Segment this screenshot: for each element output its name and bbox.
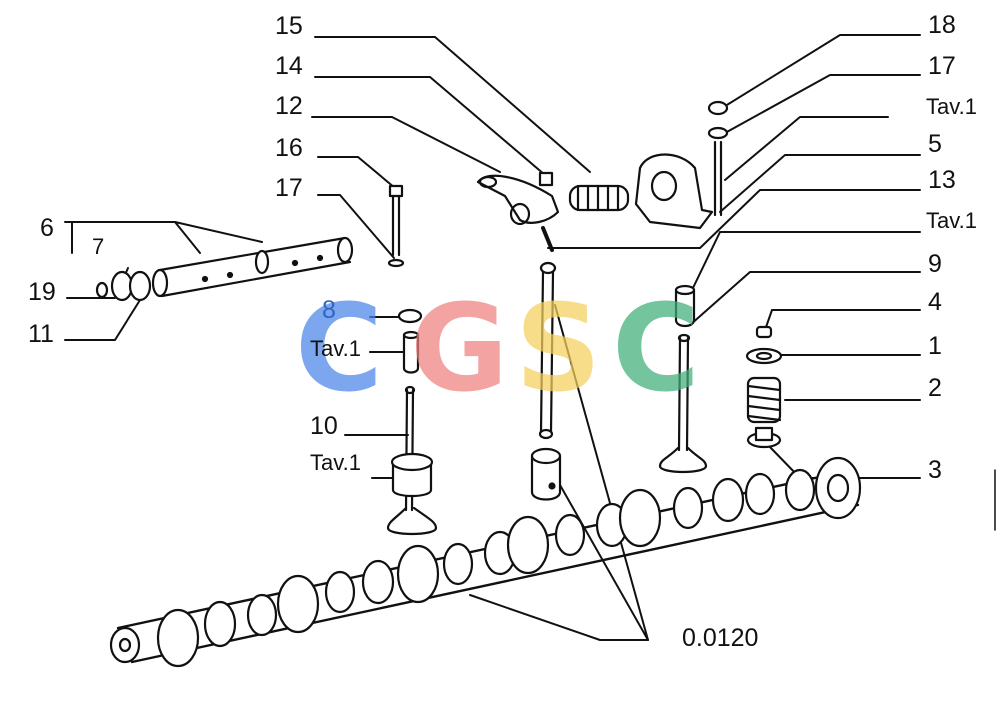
label-13: 13 <box>928 166 956 194</box>
bolt-16 <box>387 184 405 268</box>
label-3: 3 <box>928 456 942 484</box>
shaft-rings <box>95 270 152 302</box>
label-16: 16 <box>275 134 303 162</box>
rocker-arm <box>476 171 560 252</box>
label-part-code: 0.0120 <box>682 624 759 652</box>
watermark-letter-g: G <box>410 280 509 419</box>
spring-15 <box>568 184 630 212</box>
label-11: 11 <box>28 320 54 348</box>
label-12: 12 <box>275 92 303 120</box>
label-15: 15 <box>275 12 303 40</box>
label-17-left: 17 <box>275 174 303 202</box>
watermark-letter-s: S <box>515 280 602 419</box>
label-14: 14 <box>275 52 303 80</box>
label-tav1-b: Tav.1 <box>310 450 361 475</box>
label-9: 9 <box>928 250 942 278</box>
label-18: 18 <box>928 11 956 39</box>
label-2: 2 <box>928 374 942 402</box>
label-17-right: 17 <box>928 52 956 80</box>
valve-right <box>658 284 708 474</box>
stud-5 <box>707 100 729 217</box>
label-6: 6 <box>40 214 54 242</box>
rocker-shaft <box>151 236 354 298</box>
label-5: 5 <box>928 130 942 158</box>
watermark-letter-c2: C <box>612 280 701 419</box>
label-4: 4 <box>928 288 942 316</box>
label-tav1-c: Tav.1 <box>926 94 977 119</box>
label-1: 1 <box>928 332 942 360</box>
rocker-bracket <box>634 153 714 230</box>
label-19: 19 <box>28 278 56 306</box>
camshaft <box>109 456 862 668</box>
watermark-letter-c1: C <box>295 280 384 419</box>
pushrod <box>538 261 557 440</box>
label-tav1-d: Tav.1 <box>926 208 977 233</box>
label-8: 8 <box>322 296 336 324</box>
label-tav1-a: Tav.1 <box>310 336 361 361</box>
tappet <box>530 447 562 501</box>
label-7: 7 <box>92 234 105 259</box>
spring-assembly <box>745 325 783 449</box>
valve-left <box>386 308 438 536</box>
label-10: 10 <box>310 412 338 440</box>
